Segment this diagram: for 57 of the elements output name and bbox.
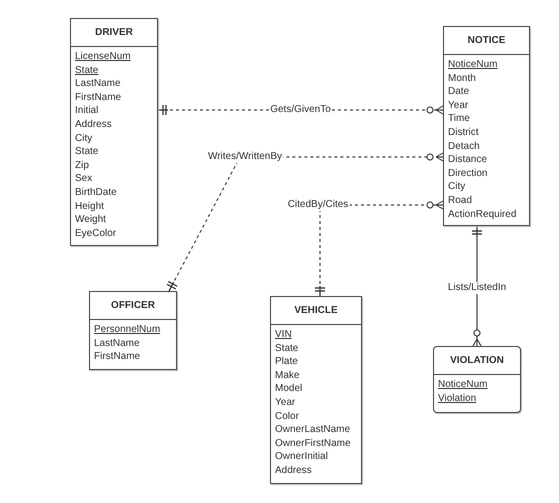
attribute-name: Plate xyxy=(275,355,298,369)
attribute-name: Address xyxy=(75,118,112,132)
attribute-name: Date xyxy=(448,85,470,99)
edge-label: Writes/WrittenBy xyxy=(206,151,284,163)
attribute-name: Detach xyxy=(448,140,480,154)
attribute-name: City xyxy=(75,132,92,146)
attribute-name: Model xyxy=(275,382,302,396)
attribute-name: Weight xyxy=(75,213,106,227)
key-attribute: State xyxy=(75,64,98,78)
attribute-name: OwnerInitial xyxy=(275,450,328,464)
relationship-line xyxy=(471,225,483,346)
key-attribute: VIN xyxy=(275,328,292,342)
key-attribute: LicenseNum xyxy=(75,50,131,64)
attribute-name: Road xyxy=(448,194,472,208)
key-attribute: PersonnelNum xyxy=(94,323,160,337)
entity-name: DRIVER xyxy=(95,27,133,38)
entity-box xyxy=(70,18,158,246)
attribute-name: OwnerFirstName xyxy=(275,436,351,450)
attribute-name: State xyxy=(75,145,98,159)
attribute-name: FirstName xyxy=(75,90,122,104)
attribute-name: Initial xyxy=(75,104,98,118)
edge-label: Lists/ListedIn xyxy=(446,282,508,294)
attribute-name: ActionRequired xyxy=(448,208,516,222)
key-attribute: Violation xyxy=(438,392,476,406)
attribute-name: Year xyxy=(448,98,468,112)
attribute-name: Sex xyxy=(75,172,92,186)
attribute-name: Month xyxy=(448,72,476,86)
attribute-name: Zip xyxy=(75,158,89,172)
attribute-name: FirstName xyxy=(94,350,140,364)
attribute-name: Make xyxy=(275,368,300,382)
weak-entity-box xyxy=(433,346,521,413)
attribute-name: Address xyxy=(275,464,312,478)
attribute-name: Direction xyxy=(448,166,488,180)
entity-name: OFFICER xyxy=(111,300,155,311)
entity-name: VEHICLE xyxy=(294,305,338,316)
entity-box xyxy=(89,291,177,370)
attribute-name: Year xyxy=(275,396,296,410)
attribute-name: City xyxy=(448,180,466,194)
relationship-line xyxy=(166,152,444,292)
entity-box xyxy=(270,296,362,484)
entity-name: VIOLATION xyxy=(450,355,504,366)
attribute-name: Color xyxy=(275,410,299,424)
attribute-name: Time xyxy=(448,112,470,126)
key-attribute: NoticeNum xyxy=(448,58,498,72)
key-attribute: NoticeNum xyxy=(438,378,488,392)
entity-name: NOTICE xyxy=(468,35,506,46)
attribute-name: District xyxy=(448,126,479,140)
attribute-name: LastName xyxy=(75,77,121,91)
entity-box xyxy=(443,26,530,226)
attribute-name: Distance xyxy=(448,153,487,167)
attribute-name: Height xyxy=(75,200,104,214)
attribute-name: BirthDate xyxy=(75,186,117,200)
attribute-name: LastName xyxy=(94,336,140,350)
edge-label: CitedBy/Cites xyxy=(286,199,350,211)
attribute-name: EyeColor xyxy=(75,226,116,240)
attribute-name: State xyxy=(275,342,298,356)
attribute-name: OwnerLastName xyxy=(275,423,350,437)
